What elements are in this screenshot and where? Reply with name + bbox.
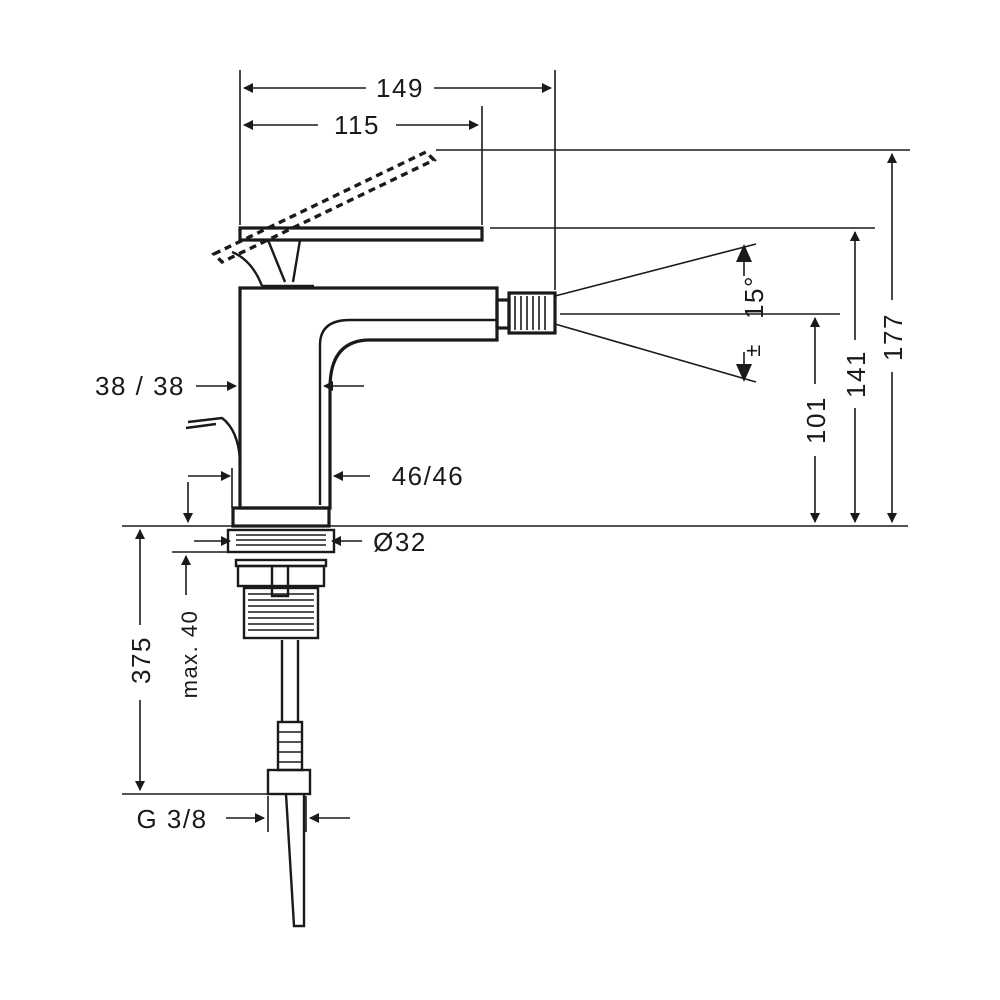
label-height-lever: 141: [841, 350, 871, 398]
spray-nozzle: [495, 291, 557, 335]
lever-handle: [211, 149, 484, 288]
label-body-width-top: 38 / 38: [95, 371, 185, 401]
supply-hose: [266, 640, 312, 928]
pop-up-rod: [185, 416, 242, 461]
label-width-total: 149: [376, 73, 424, 103]
dim-angle: [554, 243, 757, 383]
label-body-width-base: 46/46: [392, 461, 465, 491]
label-height-total: 177: [878, 313, 908, 361]
extension-lines: [122, 70, 910, 832]
label-below-counter: 375: [126, 636, 156, 684]
dim-46: [183, 468, 370, 523]
label-width-lever: 115: [334, 110, 380, 140]
label-hole-diameter: Ø32: [373, 527, 427, 557]
label-connection: G 3/8: [136, 804, 207, 834]
label-height-outlet: 101: [801, 396, 831, 444]
label-angle: 15°: [739, 275, 769, 319]
label-angle-pm: ±: [740, 343, 765, 357]
label-max-thickness: max. 40: [177, 610, 202, 699]
mounting-thread: [226, 528, 336, 640]
dim-max40: [172, 551, 230, 595]
